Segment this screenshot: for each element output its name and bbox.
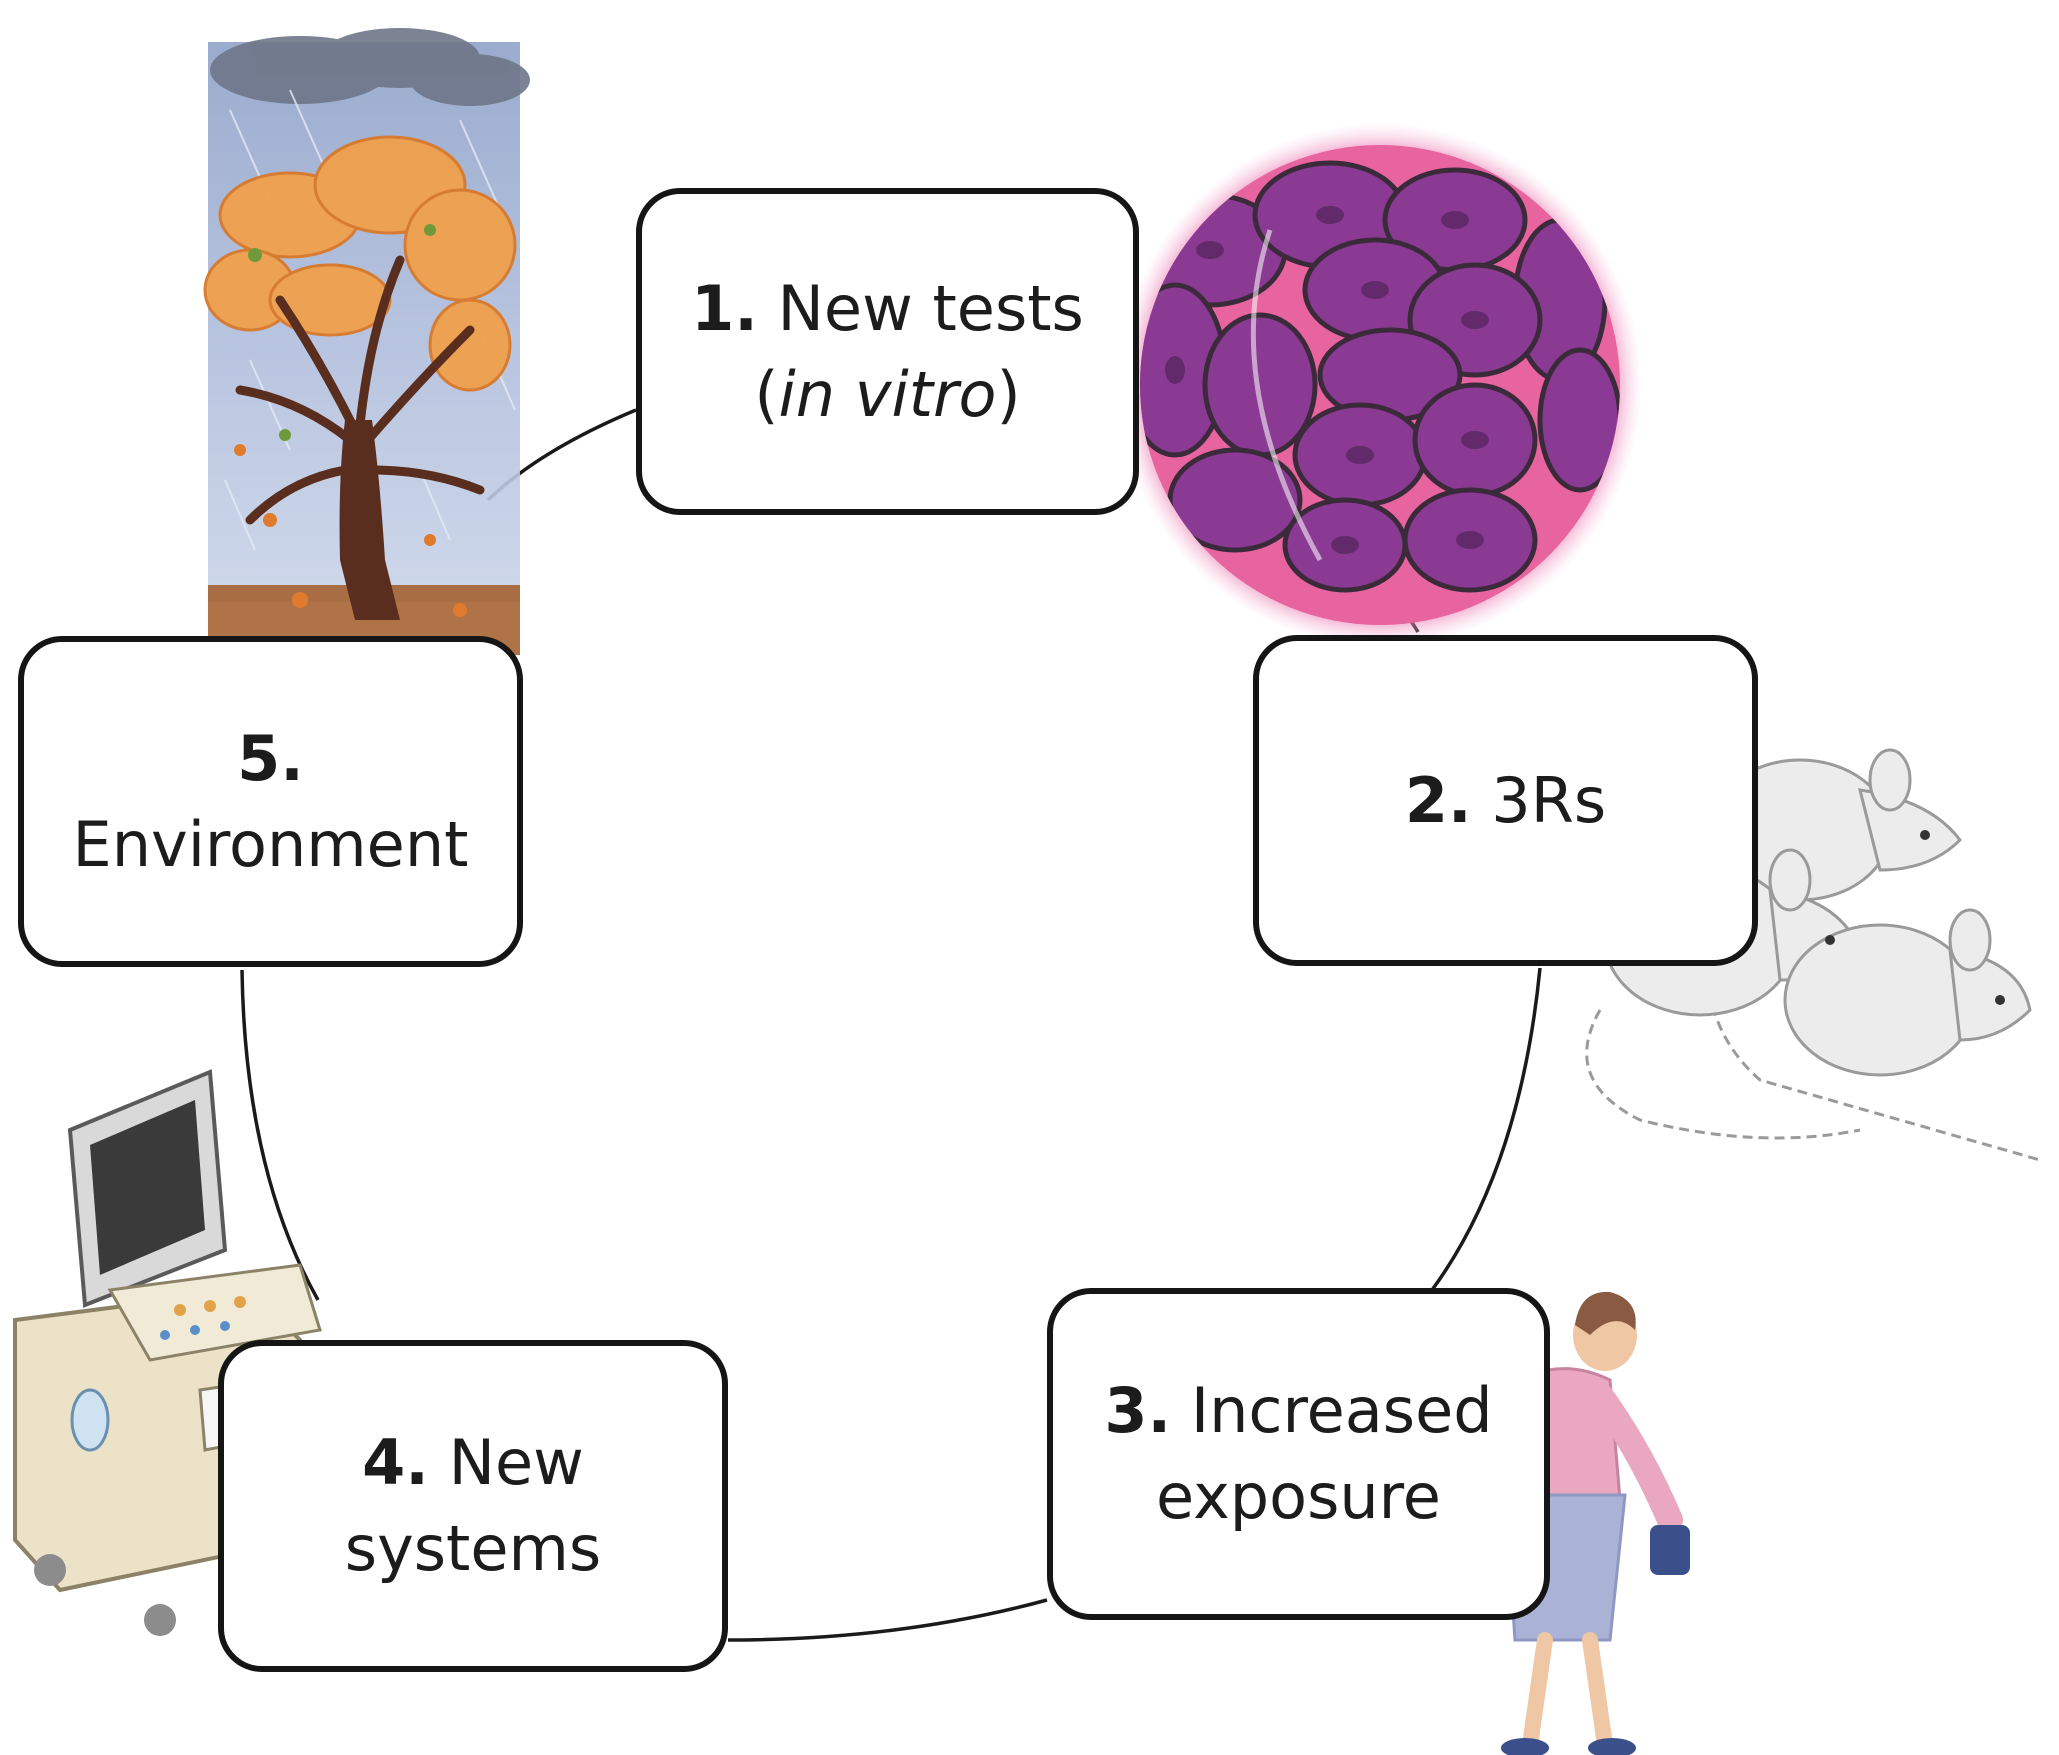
step-1-close-paren: ) (996, 357, 1021, 431)
step-1-box: 1. New tests (in vitro) (636, 188, 1139, 515)
step-4-title: New (448, 1426, 584, 1500)
step-1-subtitle: in vitro (778, 357, 997, 431)
step-5-box: 5. Environment (18, 636, 523, 967)
rain-tree-illustration (203, 28, 530, 655)
step-1-line1: 1. New tests (691, 266, 1084, 352)
connector-2-3 (1430, 967, 1542, 1292)
step-4-line2: systems (344, 1512, 602, 1585)
step-2-box: 2. 3Rs (1253, 635, 1758, 966)
step-3-box: 3. Increased exposure (1047, 1288, 1550, 1620)
step-4-box: 4. New systems (218, 1340, 728, 1672)
step-3-line1: 3. Increased (1104, 1368, 1492, 1454)
step-2-number: 2. (1404, 763, 1472, 837)
step-1-number: 1. (691, 271, 758, 345)
step-2-line1: 2. 3Rs (1405, 758, 1606, 844)
step-5-title: Environment (72, 807, 469, 881)
step-1-open-paren: ( (754, 357, 779, 431)
cell-cluster-illustration (1118, 123, 1642, 647)
step-1-line2: (in vitro) (754, 352, 1020, 438)
lab-mice-illustration (1585, 748, 2041, 1162)
step-3-line2: exposure (1156, 1460, 1441, 1533)
connector-3-4 (727, 1598, 1048, 1642)
step-4-line1: 4. New (362, 1420, 584, 1506)
step-2-title: 3Rs (1491, 763, 1607, 837)
step-1-title: New tests (777, 271, 1084, 345)
step-3-number: 3. (1104, 1374, 1172, 1448)
step-3-title: Increased (1190, 1374, 1493, 1448)
step-4-number: 4. (362, 1426, 429, 1500)
step-5-number: 5. (237, 721, 304, 795)
connector-4-5 (240, 969, 320, 1301)
